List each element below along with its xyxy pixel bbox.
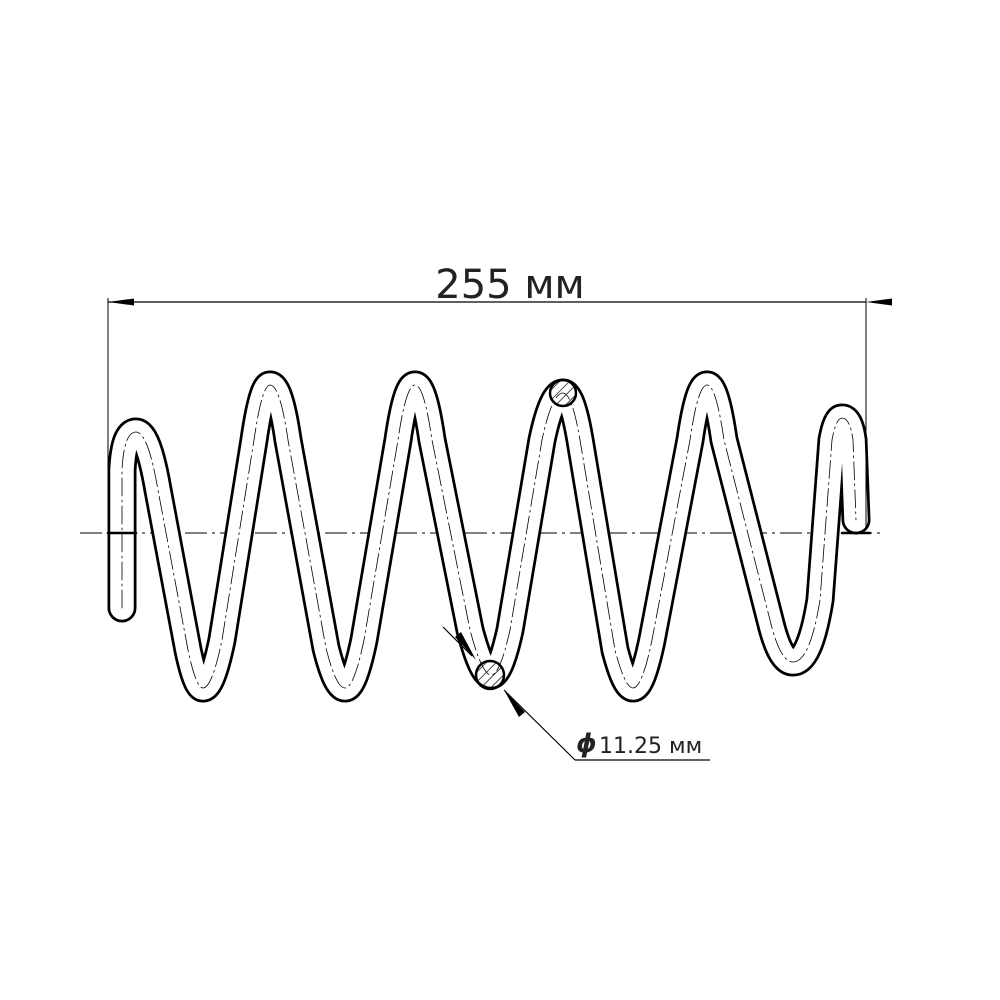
- diameter-leader: [442, 626, 710, 761]
- diameter-symbol: ϕ: [576, 729, 597, 759]
- wire-cross-section-bottom: [474, 659, 506, 691]
- length-dimension: [107, 298, 892, 530]
- length-label: 255 мм: [435, 262, 584, 308]
- spring-coil: [106, 370, 872, 703]
- diameter-label: 11.25 мм: [599, 734, 702, 759]
- wire-cross-section-top: [548, 378, 578, 408]
